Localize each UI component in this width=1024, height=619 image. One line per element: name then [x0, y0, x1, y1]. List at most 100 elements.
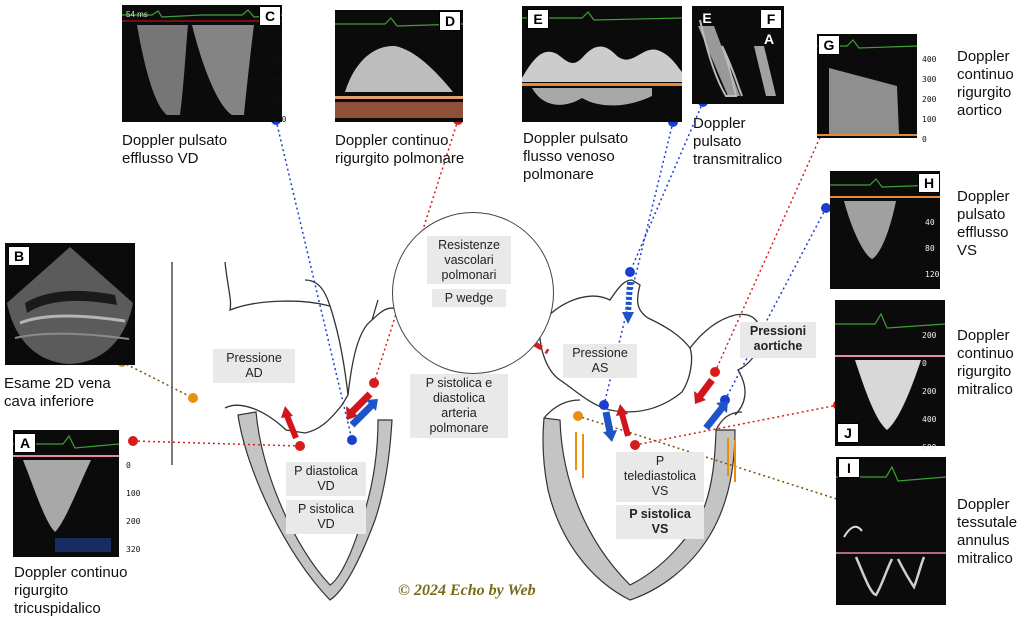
scale-tick: 40: [272, 55, 282, 64]
panel-a-tricuspid-regurg: A: [13, 430, 119, 557]
scale-tick: 120: [925, 270, 940, 279]
panel-c-rv-outflow: 54 ms C: [122, 5, 282, 122]
arrow-pulm-vein-head: [622, 312, 634, 324]
connector-b: [121, 361, 194, 399]
arrow-av-blue-head: [716, 401, 728, 413]
box-pressioni-aortiche: Pressioni aortiche: [740, 322, 816, 358]
box-pressione-ad: Pressione AD: [213, 349, 295, 383]
dot-a-start: [128, 436, 138, 446]
scale-tick: 300: [922, 75, 937, 84]
panel-j-tag: J: [837, 423, 859, 443]
box-pressione-as: Pressione AS: [563, 344, 637, 378]
scale-tick: 400: [922, 55, 937, 64]
right-ventricle-wall: [237, 411, 393, 601]
label-c: Doppler pulsato efflusso VD: [122, 132, 228, 167]
panel-e-pulm-vein: E: [522, 6, 682, 122]
label-h: Doppler pulsato efflusso VS: [957, 188, 1010, 259]
right-atrium-outline: [224, 261, 349, 434]
scale-tick: 200: [922, 387, 937, 396]
arrow-mv-blue: [602, 411, 614, 433]
box-p-diastolica-vd: P diastolica VD: [286, 462, 366, 496]
septum-wall: [542, 417, 736, 601]
label-j: Doppler continuo rigurgito mitralico: [957, 327, 1014, 398]
connector-g: [714, 132, 823, 373]
label-d: Doppler continuo rigurgito polmonare: [335, 132, 465, 167]
arrow-mv-red: [619, 413, 631, 437]
connector-i: [577, 415, 847, 503]
panel-f-tag-e: E: [702, 10, 712, 26]
arrow-pulm-vein: [625, 281, 633, 315]
scale-tick: 80: [925, 244, 935, 253]
scale-tick: 600: [922, 443, 937, 452]
panel-b-trace: [7, 247, 133, 364]
panel-c-trace: [122, 9, 282, 115]
arrow-mv-red-head: [616, 404, 628, 416]
panel-j-mitral-regurg: J: [835, 300, 945, 446]
arrow-pv-blue-head: [366, 399, 378, 411]
panel-d-pulm-regurg: D: [335, 10, 463, 122]
scale-tick: 0: [922, 135, 927, 144]
panel-h-tag: H: [918, 173, 940, 193]
connector-h: [724, 207, 827, 401]
panel-g-scale: 400 300 200 100 0: [922, 50, 936, 150]
panel-d-tag: D: [439, 11, 461, 31]
dot-d-end: [369, 378, 379, 388]
box-p-sistolica-vd: P sistolica VD: [286, 500, 366, 534]
panel-j-scale: 200 0 200 400 600: [922, 322, 936, 462]
scale-tick: 200: [922, 331, 937, 340]
panel-e-tag: E: [527, 9, 549, 29]
label-a: Doppler continuo rigurgito tricuspidalic…: [14, 564, 128, 617]
panel-a-trace: [13, 434, 119, 552]
panel-c-tag: C: [259, 6, 281, 26]
connector-c: [275, 119, 353, 441]
scale-tick: 40: [925, 218, 935, 227]
panel-d-trace: [335, 17, 463, 118]
panel-i-tag: I: [838, 458, 860, 478]
scale-tick: 200: [922, 95, 937, 104]
dot-c-end: [347, 435, 357, 445]
arrow-pv-blue: [349, 402, 375, 428]
box-p-telediastolica-vs: P telediastolica VS: [616, 452, 704, 502]
panel-b-ivc-echo: B: [5, 243, 135, 365]
label-f: Doppler pulsato transmitralico: [693, 115, 783, 168]
scale-tick: 100: [922, 115, 937, 124]
panel-e-trace: [522, 11, 682, 106]
box-p-polmonare: P sistolica e diastolica arteria polmona…: [410, 374, 508, 438]
scale-tick: 0: [126, 461, 131, 470]
dot-g-end: [710, 367, 720, 377]
dot-e-end: [599, 400, 609, 410]
panel-j-trace: [835, 312, 945, 430]
box-p-sistolica-vs: P sistolica VS: [616, 505, 704, 539]
scale-tick: 400: [922, 415, 937, 424]
connector-d: [373, 119, 459, 384]
scale-tick: 100: [126, 489, 141, 498]
arrow-ra-up-head: [281, 406, 293, 418]
dot-j-end: [630, 440, 640, 450]
copyright-text: © 2024 Echo by Web: [398, 582, 536, 599]
scale-tick: 320: [126, 545, 141, 554]
dot-i-end: [573, 411, 583, 421]
panel-a-tag: A: [14, 433, 36, 453]
connector-f: [629, 101, 704, 273]
panel-h-lv-outflow: H: [830, 171, 940, 289]
dot-f-end: [625, 267, 635, 277]
panel-g-tag: G: [818, 35, 840, 55]
scale-tick: 200: [126, 517, 141, 526]
connector-j: [634, 404, 839, 446]
label-i: Doppler tessutale annulus mitralico: [957, 496, 1018, 567]
scale-tick: 0: [922, 359, 927, 368]
panel-f-trace: [698, 19, 776, 97]
panel-g-aortic-regurg: G: [817, 34, 917, 138]
arrow-ra-up: [284, 414, 299, 440]
dot-b-end: [188, 393, 198, 403]
dot-h-start: [821, 203, 831, 213]
panel-b-tag: B: [8, 246, 30, 266]
connector-a: [132, 440, 301, 447]
connector-e: [603, 121, 674, 406]
scale-tick: 20: [272, 35, 282, 44]
arrow-mv-blue-head: [603, 430, 617, 442]
scale-tick: 60: [272, 75, 282, 84]
arrow-av-red-head: [694, 391, 706, 404]
arrow-pv-red-head: [346, 406, 358, 420]
dot-a-end: [295, 441, 305, 451]
